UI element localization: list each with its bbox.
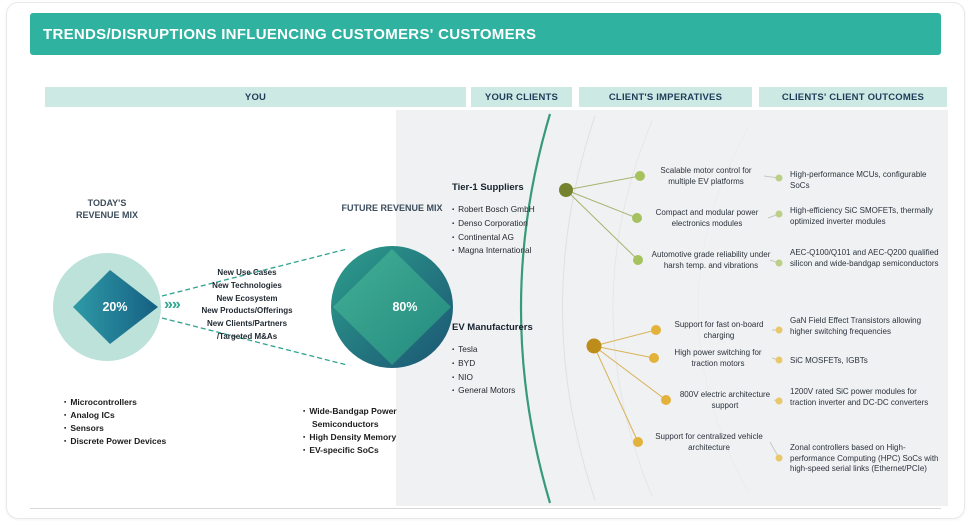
imperative-text: 800V electric architecture support [679,390,771,410]
today-products-list: Microcontrollers Analog ICs Sensors Disc… [64,396,199,448]
column-header-clients-client-outcomes: CLIENTS' CLIENT OUTCOMES [759,87,947,107]
ev-outcome-dots [775,326,783,462]
list-item: General Motors [452,384,562,398]
list-item: Sensors [64,422,199,435]
imperative-text: High power switching for traction motors [674,348,762,368]
page-title: TRENDS/DISRUPTIONS INFLUENCING CUSTOMERS… [43,25,537,43]
clients-boundary-arc [519,113,552,504]
future-products-list: Wide-Bandgap Power Semiconductors High D… [303,405,431,457]
future-percent: 80% [392,300,418,314]
title-bar: TRENDS/DISRUPTIONS INFLUENCING CUSTOMERS… [30,13,941,55]
transition-line: New Clients/Partners [206,319,288,329]
transition-line: New Technologies [212,280,282,290]
tier1-suppliers-list: Robert Bosch GmbH Denso Corporation Cont… [452,203,562,258]
outcome-text: AEC-Q100/Q101 and AEC-Q200 qualified sil… [790,248,939,268]
list-item: Analog ICs [64,409,199,422]
ev-imperative-dots [633,325,671,447]
tier1-outcome-dots [775,174,783,267]
imperative-text: Automotive grade reliability under harsh… [651,250,771,270]
list-item: High Density Memory [303,431,431,444]
transition-drivers: New Use Cases New Technologies New Ecosy… [192,267,302,344]
list-item: Robert Bosch GmbH [452,203,562,217]
today-revenue-diamond [73,270,158,344]
column-header-client-imperatives: CLIENT'S IMPERATIVES [579,87,752,107]
outcome-text: 1200V rated SiC power modules for tracti… [790,387,929,407]
outcome-text: GaN Field Effect Transistors allowing hi… [790,316,922,336]
column-header-your-clients: YOUR CLIENTS [471,87,572,107]
transition-line: /Targeted M&As [216,331,278,341]
ev-connector-lines [593,329,667,443]
imperative-text: Scalable motor control for multiple EV p… [660,166,752,186]
outcome-text: High-performance MCUs, configurable SoCs [790,170,927,190]
list-item: Continental AG [452,231,562,245]
ev-manufacturers-heading: EV Manufacturers [452,322,533,333]
list-item: NIO [452,371,562,385]
future-revenue-label: FUTURE REVENUE MIX [341,203,443,213]
today-revenue-label: TODAY'S REVENUE MIX [75,198,138,220]
background-arcs [562,115,749,501]
tier1-imperative-dots [632,171,645,265]
imperative-text: Support for fast on-board charging [674,320,764,340]
clients-panel-background [396,110,948,506]
outcome-text: Zonal controllers based on High-performa… [790,443,939,473]
double-chevron-icon: »» [164,296,181,313]
column-header-you: YOU [45,87,466,107]
list-item: Wide-Bandgap Power Semiconductors [303,405,431,431]
list-item: Discrete Power Devices [64,435,199,448]
imperative-text: Support for centralized vehicle architec… [655,432,763,452]
outcome-text: SiC MOSFETs, IGBTs [790,356,868,365]
outcome-text: High-efficiency SiC SMOFETs, thermally o… [790,206,933,226]
today-percent: 20% [102,300,128,314]
ev-manufacturers-list: Tesla BYD NIO General Motors [452,343,562,398]
list-item: Microcontrollers [64,396,199,409]
imperative-text: Compact and modular power electronics mo… [655,208,759,228]
transition-line: New Products/Offerings [201,306,293,316]
list-item: BYD [452,357,562,371]
transition-line: New Use Cases [217,268,277,277]
bottom-divider [30,508,941,509]
ev-manufacturers-node [586,338,602,354]
list-item: EV-specific SoCs [303,444,431,457]
tier1-suppliers-node [559,183,573,197]
future-revenue-diamond [333,249,451,365]
transition-line: New Ecosystem [216,293,278,303]
tier1-connector-lines [565,175,641,261]
list-item: Tesla [452,343,562,357]
list-item: Magna International [452,244,562,258]
list-item: Denso Corporation [452,217,562,231]
tier1-suppliers-heading: Tier-1 Suppliers [452,182,524,193]
